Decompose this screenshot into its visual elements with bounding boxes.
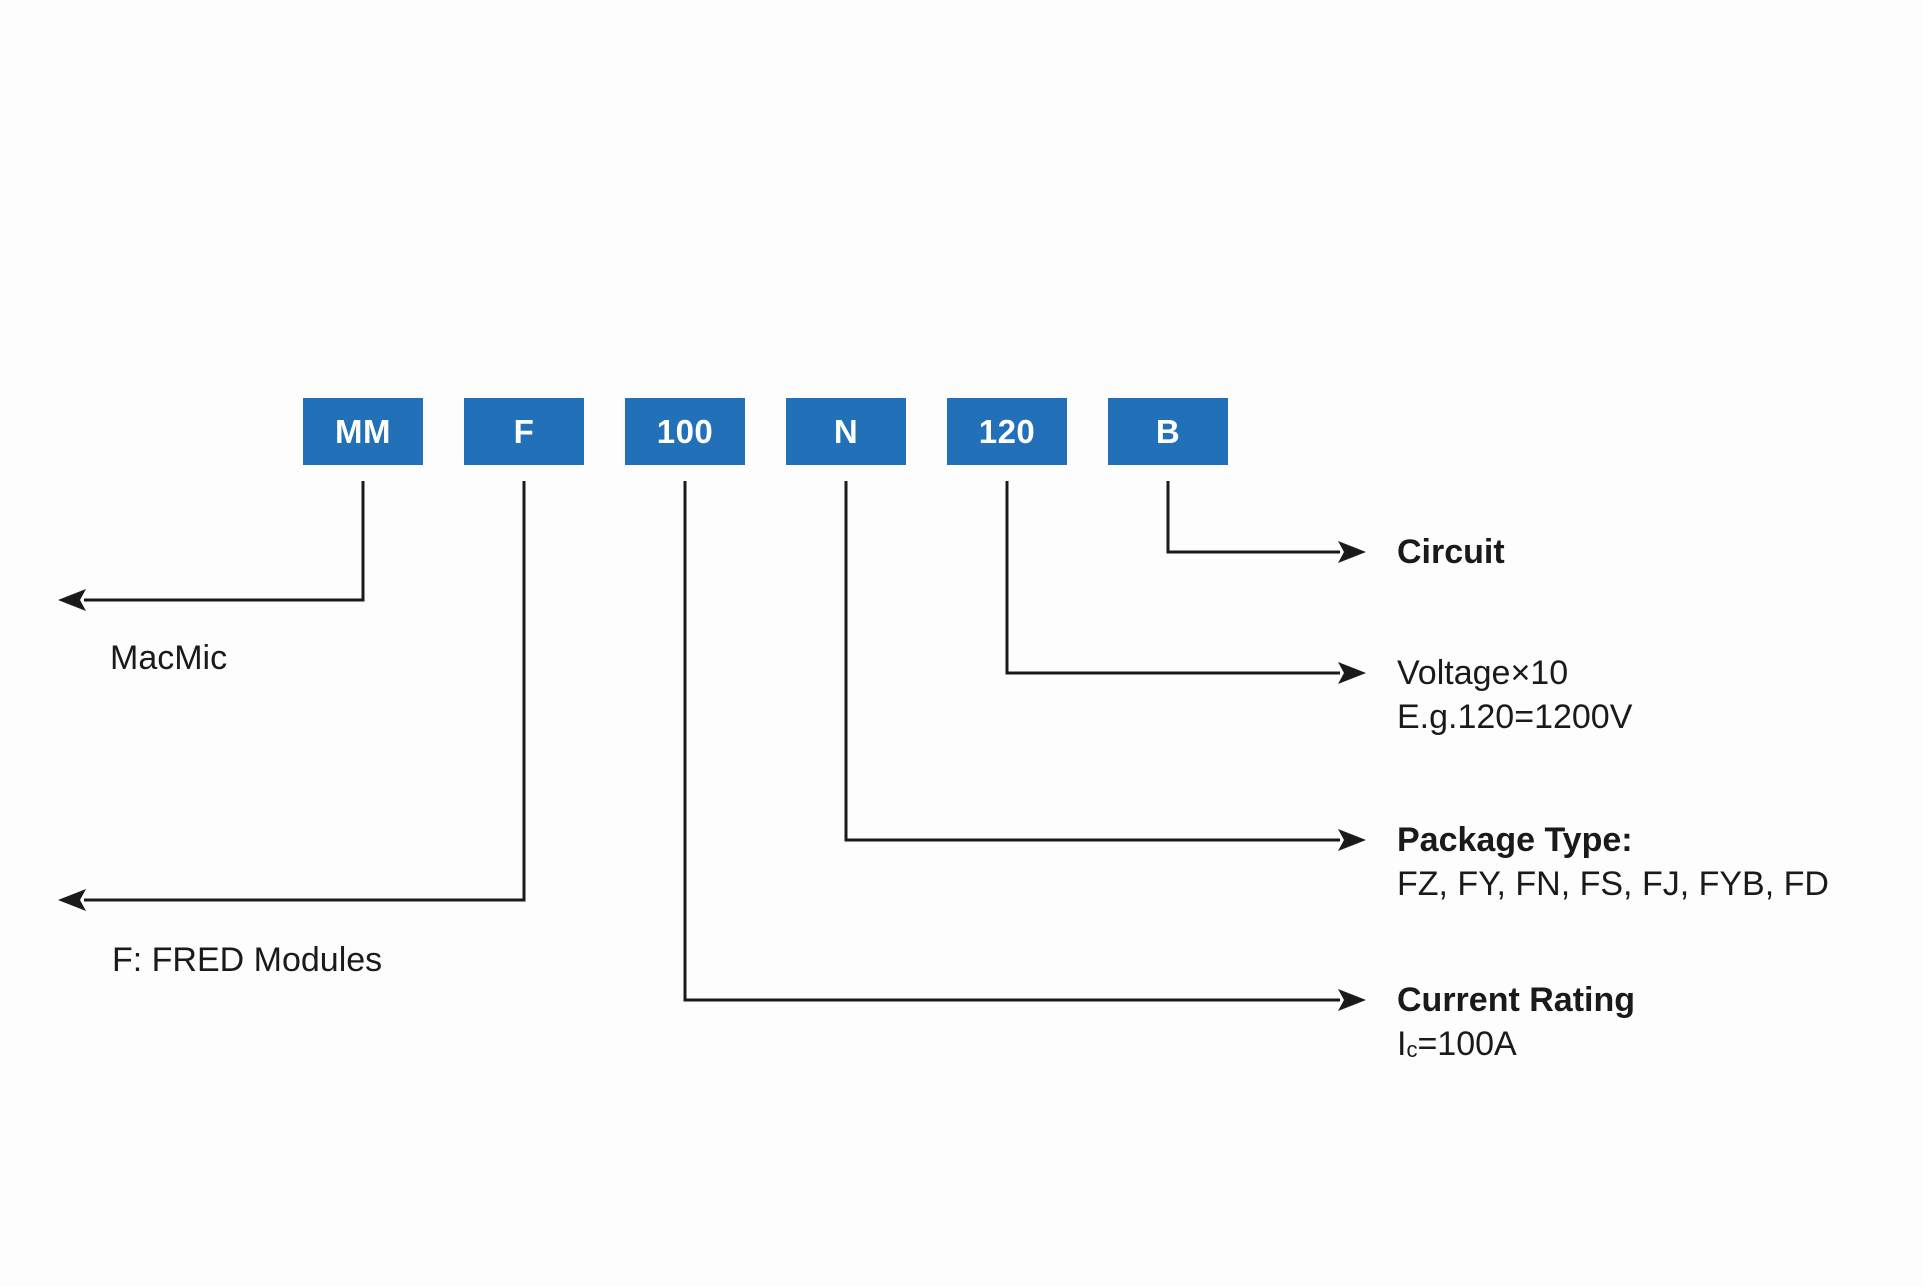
current-symbol-subscript: c	[1406, 1037, 1418, 1062]
callout-package-type: Package Type: FZ, FY, FN, FS, FJ, FYB, F…	[1397, 818, 1829, 906]
segment-box-current: 100	[625, 398, 745, 465]
voltage-title: Voltage×10	[1397, 654, 1569, 692]
callout-circuit: Circuit	[1397, 530, 1505, 574]
connector-f	[84, 481, 526, 902]
arrowhead-left-fred-icon	[58, 889, 86, 911]
connector-100	[683, 481, 1340, 1002]
segment-box-voltage: 120	[947, 398, 1067, 465]
callout-voltage: Voltage×10 E.g.120=1200V	[1397, 651, 1632, 739]
segment-box-mm: MM	[303, 398, 423, 465]
package-type-title: Package Type:	[1397, 821, 1633, 859]
current-rating-title: Current Rating	[1397, 981, 1635, 1019]
arrowhead-right-current-icon	[1338, 989, 1366, 1011]
manufacturer-label: MacMic	[110, 639, 228, 677]
connector-n	[844, 481, 1340, 842]
current-symbol: I	[1397, 1025, 1407, 1063]
voltage-example: E.g.120=1200V	[1397, 698, 1633, 736]
arrowhead-right-package-icon	[1338, 829, 1366, 851]
arrowhead-right-voltage-icon	[1338, 662, 1366, 684]
package-type-options: FZ, FY, FN, FS, FJ, FYB, FD	[1397, 865, 1829, 903]
callout-family: F: FRED Modules	[112, 938, 382, 982]
arrowhead-left-macmic-icon	[58, 589, 86, 611]
callout-manufacturer: MacMic	[110, 636, 227, 680]
callout-current-rating: Current Rating Ic=100A	[1397, 978, 1635, 1066]
connector-b	[1166, 481, 1340, 554]
segment-box-circuit: B	[1108, 398, 1228, 465]
current-value: =100A	[1417, 1025, 1517, 1063]
family-label: F: FRED Modules	[112, 941, 383, 979]
circuit-title: Circuit	[1397, 533, 1505, 571]
connector-mm	[84, 481, 365, 602]
segment-box-f: F	[464, 398, 584, 465]
connector-120	[1005, 481, 1340, 675]
segment-box-package: N	[786, 398, 906, 465]
arrowhead-right-circuit-icon	[1338, 541, 1366, 563]
current-rating-value: Ic=100A	[1397, 1022, 1635, 1066]
